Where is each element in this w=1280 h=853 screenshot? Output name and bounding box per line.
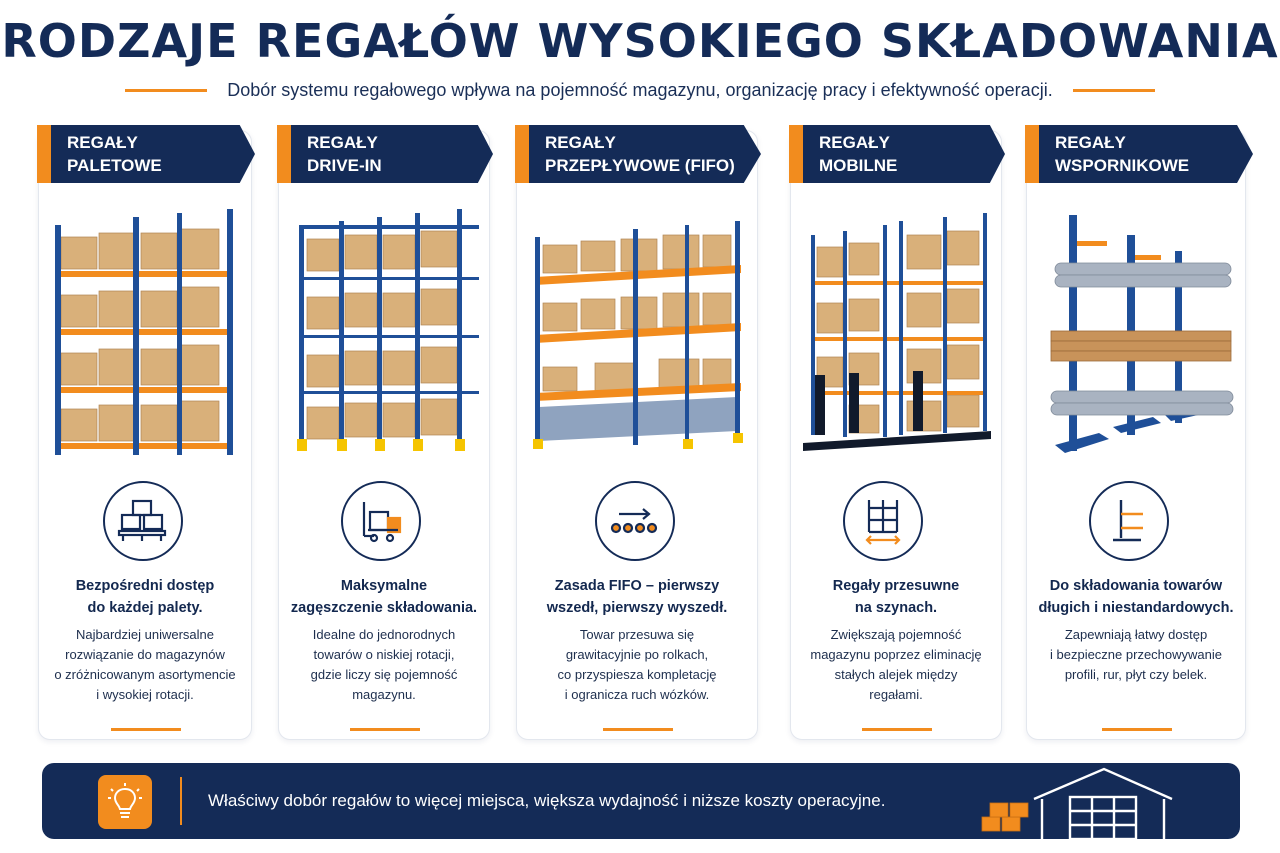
card-headline: Do składowania towarów długich i niestan… — [1035, 575, 1237, 619]
card-title-line1: REGAŁY — [67, 133, 138, 152]
card-divider — [862, 728, 932, 731]
banner-accent — [277, 125, 291, 183]
mobile-rack-illustration — [803, 213, 991, 451]
lightbulb-icon — [98, 775, 152, 829]
card-banner: REGAŁY MOBILNE — [789, 125, 1005, 183]
card-title-line1: REGAŁY — [545, 133, 616, 152]
footer-message: Właściwy dobór regałów to więcej miejsca… — [208, 791, 886, 810]
card-pallet-racks: REGAŁY PALETOWE Bezpośredni dostęp do ka… — [37, 125, 255, 740]
headline-line1: Maksymalne — [340, 578, 428, 594]
card-headline: Zasada FIFO – pierwszy wszedł, pierwszy … — [525, 575, 749, 619]
card-title-line2: DRIVE-IN — [307, 156, 382, 175]
card-description: Idealne do jednorodnych towarów o niskie… — [285, 625, 483, 705]
card-title-line2: PRZEPŁYWOWE (FIFO) — [545, 156, 735, 175]
card-headline: Maksymalne zagęszczenie składowania. — [287, 575, 481, 619]
card-title-line1: REGAŁY — [819, 133, 890, 152]
card-divider — [603, 728, 673, 731]
card-banner: REGAŁY PALETOWE — [37, 125, 255, 183]
desc-line: profili, rur, płyt czy belek. — [1064, 667, 1208, 682]
page-title: RODZAJE REGAŁÓW WYSOKIEGO SKŁADOWANIA — [1, 14, 1279, 68]
desc-line: Idealne do jednorodnych — [312, 627, 456, 642]
subtitle-row: Dobór systemu regałowego wpływa na pojem… — [0, 78, 1280, 102]
card-flow-racks: REGAŁY PRZEPŁYWOWE (FIFO) Zasada FIFO – … — [515, 125, 761, 740]
card-divider — [350, 728, 420, 731]
pallet-boxes-icon — [103, 481, 183, 561]
headline-line2: do każdej palety. — [87, 600, 203, 616]
desc-line: gdzie liczy się pojemność — [310, 667, 458, 682]
footer-separator — [180, 777, 182, 825]
headline-line2: wszedł, pierwszy wyszedł. — [546, 600, 728, 616]
banner-accent — [515, 125, 529, 183]
card-divider — [111, 728, 181, 731]
desc-line: magazynu. — [352, 687, 416, 702]
banner-accent — [789, 125, 803, 183]
cantilever-rack-icon — [1089, 481, 1169, 561]
card-mobile-racks: REGAŁY MOBILNE Regały przesuwne na szyna — [789, 125, 1005, 740]
headline-line2: długich i niestandardowych. — [1038, 600, 1234, 616]
desc-line: rozwiązanie do magazynów — [65, 647, 225, 662]
pallet-rack-illustration — [55, 209, 233, 455]
banner-accent — [37, 125, 51, 183]
subtitle-right-divider — [1072, 88, 1155, 92]
subtitle-left-divider — [125, 88, 208, 92]
card-title-line1: REGAŁY — [1055, 133, 1126, 152]
card-banner: REGAŁY PRZEPŁYWOWE (FIFO) — [515, 125, 761, 183]
sliding-rack-icon — [843, 481, 923, 561]
card-drive-in-racks: REGAŁY DRIVE-IN Maksymalne zagęszczenie … — [277, 125, 493, 740]
desc-line: Najbardziej uniwersalne — [75, 627, 215, 642]
flow-rack-illustration — [533, 221, 743, 449]
card-description: Zapewniają łatwy dostęp i bezpieczne prz… — [1033, 625, 1239, 685]
desc-line: co przyspiesza kompletację — [557, 667, 717, 682]
headline-line1: Regały przesuwne — [832, 578, 960, 594]
card-description: Zwiększają pojemność magazynu poprzez el… — [797, 625, 995, 705]
card-headline: Regały przesuwne na szynach. — [799, 575, 993, 619]
card-banner: REGAŁY WSPORNIKOWE — [1025, 125, 1253, 183]
desc-line: i wysokiej rotacji. — [96, 687, 194, 702]
desc-line: Zwiększają pojemność — [830, 627, 962, 642]
roller-conveyor-icon — [595, 481, 675, 561]
desc-line: stałych alejek między — [834, 667, 958, 682]
desc-line: o zróżnicowanym asortymencie — [54, 667, 236, 682]
forklift-icon — [341, 481, 421, 561]
cantilever-rack-illustration — [1050, 215, 1234, 453]
card-description: Najbardziej uniwersalne rozwiązanie do m… — [45, 625, 245, 705]
card-description: Towar przesuwa się grawitacyjnie po rolk… — [523, 625, 751, 705]
footer-banner: Właściwy dobór regałów to więcej miejsca… — [42, 763, 1240, 839]
headline-line1: Zasada FIFO – pierwszy — [554, 578, 720, 594]
card-title-line2: PALETOWE — [67, 156, 162, 175]
desc-line: Towar przesuwa się — [579, 627, 695, 642]
page-subtitle: Dobór systemu regałowego wpływa na pojem… — [227, 79, 1053, 100]
card-title-line2: MOBILNE — [819, 156, 898, 175]
warehouse-icon — [981, 767, 1173, 839]
card-divider — [1102, 728, 1172, 731]
desc-line: i bezpieczne przechowywanie — [1050, 647, 1222, 662]
desc-line: regałami. — [869, 687, 923, 702]
desc-line: towarów o niskiej rotacji, — [313, 647, 455, 662]
card-title-line2: WSPORNIKOWE — [1055, 156, 1190, 175]
desc-line: Zapewniają łatwy dostęp — [1064, 627, 1208, 642]
desc-line: magazynu poprzez eliminację — [810, 647, 982, 662]
drive-in-rack-illustration — [297, 209, 479, 451]
headline-line1: Bezpośredni dostęp — [75, 578, 215, 594]
headline-line1: Do składowania towarów — [1049, 578, 1223, 594]
card-title-line1: REGAŁY — [307, 133, 378, 152]
card-banner: REGAŁY DRIVE-IN — [277, 125, 493, 183]
headline-line2: zagęszczenie składowania. — [290, 600, 478, 616]
headline-line2: na szynach. — [854, 600, 938, 616]
banner-accent — [1025, 125, 1039, 183]
card-headline: Bezpośredni dostęp do każdej palety. — [47, 575, 243, 619]
desc-line: i ogranicza ruch wózków. — [564, 687, 710, 702]
card-cantilever-racks: REGAŁY WSPORNIKOWE Do składowania towaró… — [1025, 125, 1253, 740]
desc-line: grawitacyjnie po rolkach, — [565, 647, 709, 662]
